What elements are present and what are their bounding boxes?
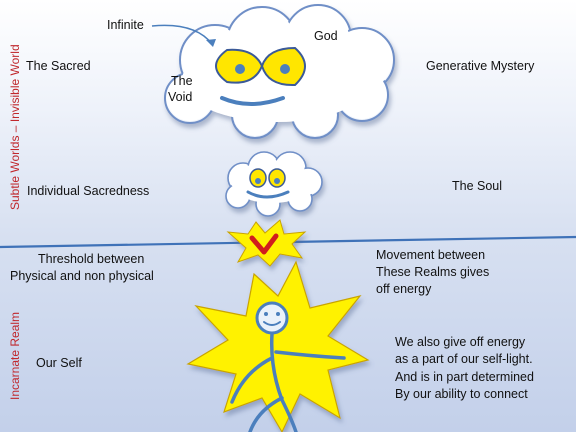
label-threshold-line2: Physical and non physical bbox=[10, 269, 154, 283]
label-threshold-line1: Threshold between bbox=[38, 252, 145, 266]
label-the-sacred: The Sacred bbox=[26, 59, 91, 73]
label-void: Void bbox=[168, 90, 193, 104]
label-movement-line1: Movement between bbox=[376, 248, 486, 262]
stick-figure-face bbox=[263, 312, 281, 326]
check-mark-icon bbox=[249, 233, 279, 255]
label-energy-line1: We also give off energy bbox=[395, 335, 526, 349]
infinity-eyes bbox=[215, 46, 306, 87]
self-starburst bbox=[186, 260, 370, 432]
label-energy-line4: By our ability to connect bbox=[395, 387, 528, 401]
label-our-self: Our Self bbox=[36, 356, 82, 370]
stick-figure bbox=[230, 301, 346, 432]
side-label-subtle-worlds: Subtle Worlds – Invisible World bbox=[8, 44, 22, 210]
label-individual-sacredness: Individual Sacredness bbox=[27, 184, 150, 198]
label-movement-line2: These Realms gives bbox=[376, 265, 490, 279]
label-god: God bbox=[314, 29, 338, 43]
label-the-soul: The Soul bbox=[452, 179, 503, 193]
big-cloud-smile bbox=[220, 96, 285, 106]
label-the: The bbox=[171, 74, 193, 88]
label-generative-mystery: Generative Mystery bbox=[426, 59, 535, 73]
label-energy-line3: And is in part determined bbox=[395, 370, 534, 384]
label-infinite: Infinite bbox=[107, 18, 144, 32]
threshold-starburst bbox=[226, 219, 307, 267]
small-cloud-smile bbox=[246, 190, 290, 199]
label-energy-line2: as a part of our self-light. bbox=[395, 352, 533, 366]
side-label-incarnate-realm: Incarnate Realm bbox=[8, 311, 22, 400]
small-cloud-eyes bbox=[249, 168, 286, 188]
infinite-arrowhead bbox=[206, 39, 216, 47]
label-movement-line3: off energy bbox=[376, 282, 432, 296]
